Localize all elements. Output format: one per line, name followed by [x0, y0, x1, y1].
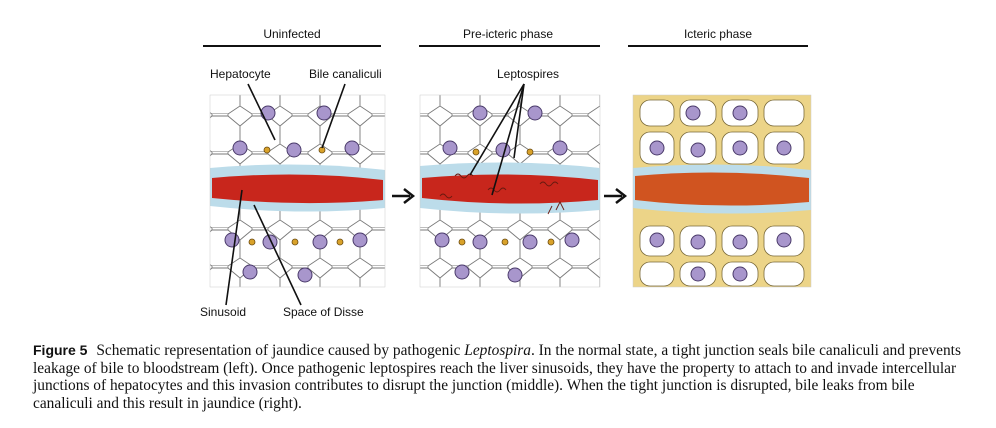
- panel-title-pre-icteric: Pre-icteric phase: [419, 27, 600, 47]
- panel-icteric: [633, 95, 811, 287]
- arrow-right-icon: [604, 188, 628, 204]
- label-space-of-disse: Space of Disse: [283, 305, 364, 319]
- bile-canaliculi-dots: [458, 148, 555, 246]
- svg-text:Pre-icteric phase: Pre-icteric phase: [463, 27, 553, 41]
- bile-canaliculi-dots: [248, 146, 344, 246]
- arrow-right-icon: [392, 188, 416, 204]
- hepatocyte-nuclei: [649, 105, 792, 282]
- label-sinusoid: Sinusoid: [200, 305, 246, 319]
- figure-caption: Figure 5 Schematic representation of jau…: [33, 342, 978, 412]
- hepatocyte-nuclei: [434, 105, 580, 283]
- panel-title-icteric: Icteric phase: [628, 27, 808, 47]
- panel-pre-icteric: [420, 95, 600, 287]
- caption-text-1: Schematic representation of jaundice cau…: [96, 342, 465, 359]
- figure-number: Figure 5: [33, 342, 88, 358]
- leader-lines: [225, 83, 525, 306]
- panel-title-uninfected: Uninfected: [203, 27, 381, 47]
- panel-uninfected: [210, 95, 385, 287]
- svg-text:Uninfected: Uninfected: [263, 27, 320, 41]
- label-leptospires: Leptospires: [497, 67, 559, 81]
- caption-organism: Leptospira: [464, 342, 531, 359]
- svg-text:Icteric phase: Icteric phase: [684, 27, 752, 41]
- label-hepatocyte: Hepatocyte: [210, 67, 271, 81]
- caption-text-2: . In the normal state, a tight junction …: [33, 342, 961, 412]
- label-bile-canaliculi: Bile canaliculi: [309, 67, 382, 81]
- jaundice-schematic: Uninfected Pre-icteric phase Icteric pha…: [200, 27, 812, 319]
